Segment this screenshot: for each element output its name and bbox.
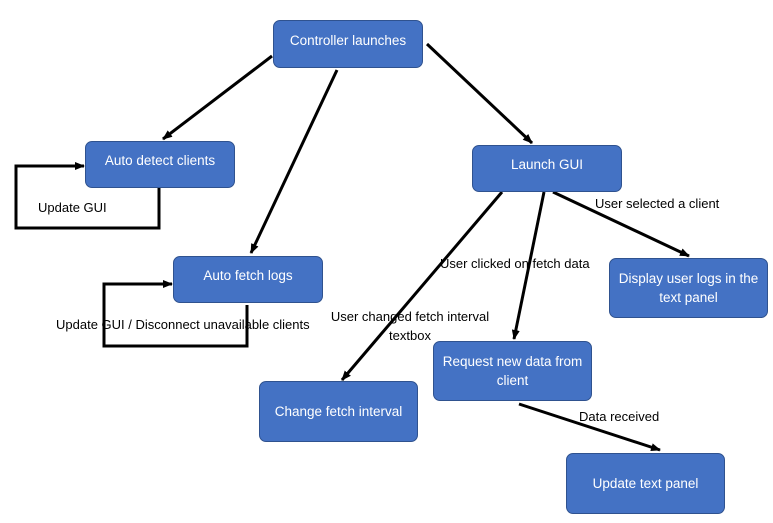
node-launch-gui: Launch GUI	[472, 145, 622, 192]
node-change-fetch-interval-label: Change fetch interval	[274, 404, 403, 419]
edge-label-data-received: Data received	[579, 409, 660, 424]
node-auto-detect-clients: Auto detect clients	[85, 141, 235, 188]
edge-label-user-clicked-fetch: User clicked on fetch data	[440, 256, 590, 271]
node-change-fetch-interval: Change fetch interval	[259, 381, 418, 442]
edge-launch-gui-to-request-data	[511, 191, 546, 340]
node-launch-gui-label: Launch GUI	[510, 157, 584, 172]
node-display-user-logs-label: Display user logs in the text panel	[618, 271, 759, 305]
edge-launch-gui-to-change-interval	[340, 191, 504, 381]
node-auto-detect-clients-label: Auto detect clients	[104, 153, 216, 168]
node-controller-launches: Controller launches	[273, 20, 423, 68]
edge-label-update-gui-disconnect: Update GUI / Disconnect unavailable clie…	[56, 317, 310, 332]
edge-auto-detect-self-loop	[14, 162, 161, 230]
edge-controller-to-auto-fetch	[249, 69, 339, 254]
node-auto-fetch-logs: Auto fetch logs	[173, 256, 323, 303]
edge-label-user-changed-interval: User changed fetch interval textbox	[330, 309, 490, 343]
node-update-text-panel: Update text panel	[566, 453, 725, 514]
node-request-new-data-label: Request new data from client	[442, 354, 583, 388]
edge-controller-to-auto-detect	[162, 54, 273, 141]
node-request-new-data: Request new data from client	[433, 341, 592, 401]
edge-launch-gui-to-display-logs	[552, 190, 690, 258]
node-display-user-logs: Display user logs in the text panel	[609, 258, 768, 318]
node-update-text-panel-label: Update text panel	[592, 476, 699, 491]
edge-request-data-to-update-panel	[518, 402, 661, 452]
node-auto-fetch-logs-label: Auto fetch logs	[203, 268, 293, 283]
edge-label-user-selected-client: User selected a client	[595, 196, 720, 211]
edge-auto-fetch-self-loop	[102, 280, 249, 348]
node-controller-launches-label: Controller launches	[289, 33, 407, 48]
edge-label-update-gui: Update GUI	[38, 200, 107, 215]
edge-controller-to-launch-gui	[425, 42, 534, 145]
